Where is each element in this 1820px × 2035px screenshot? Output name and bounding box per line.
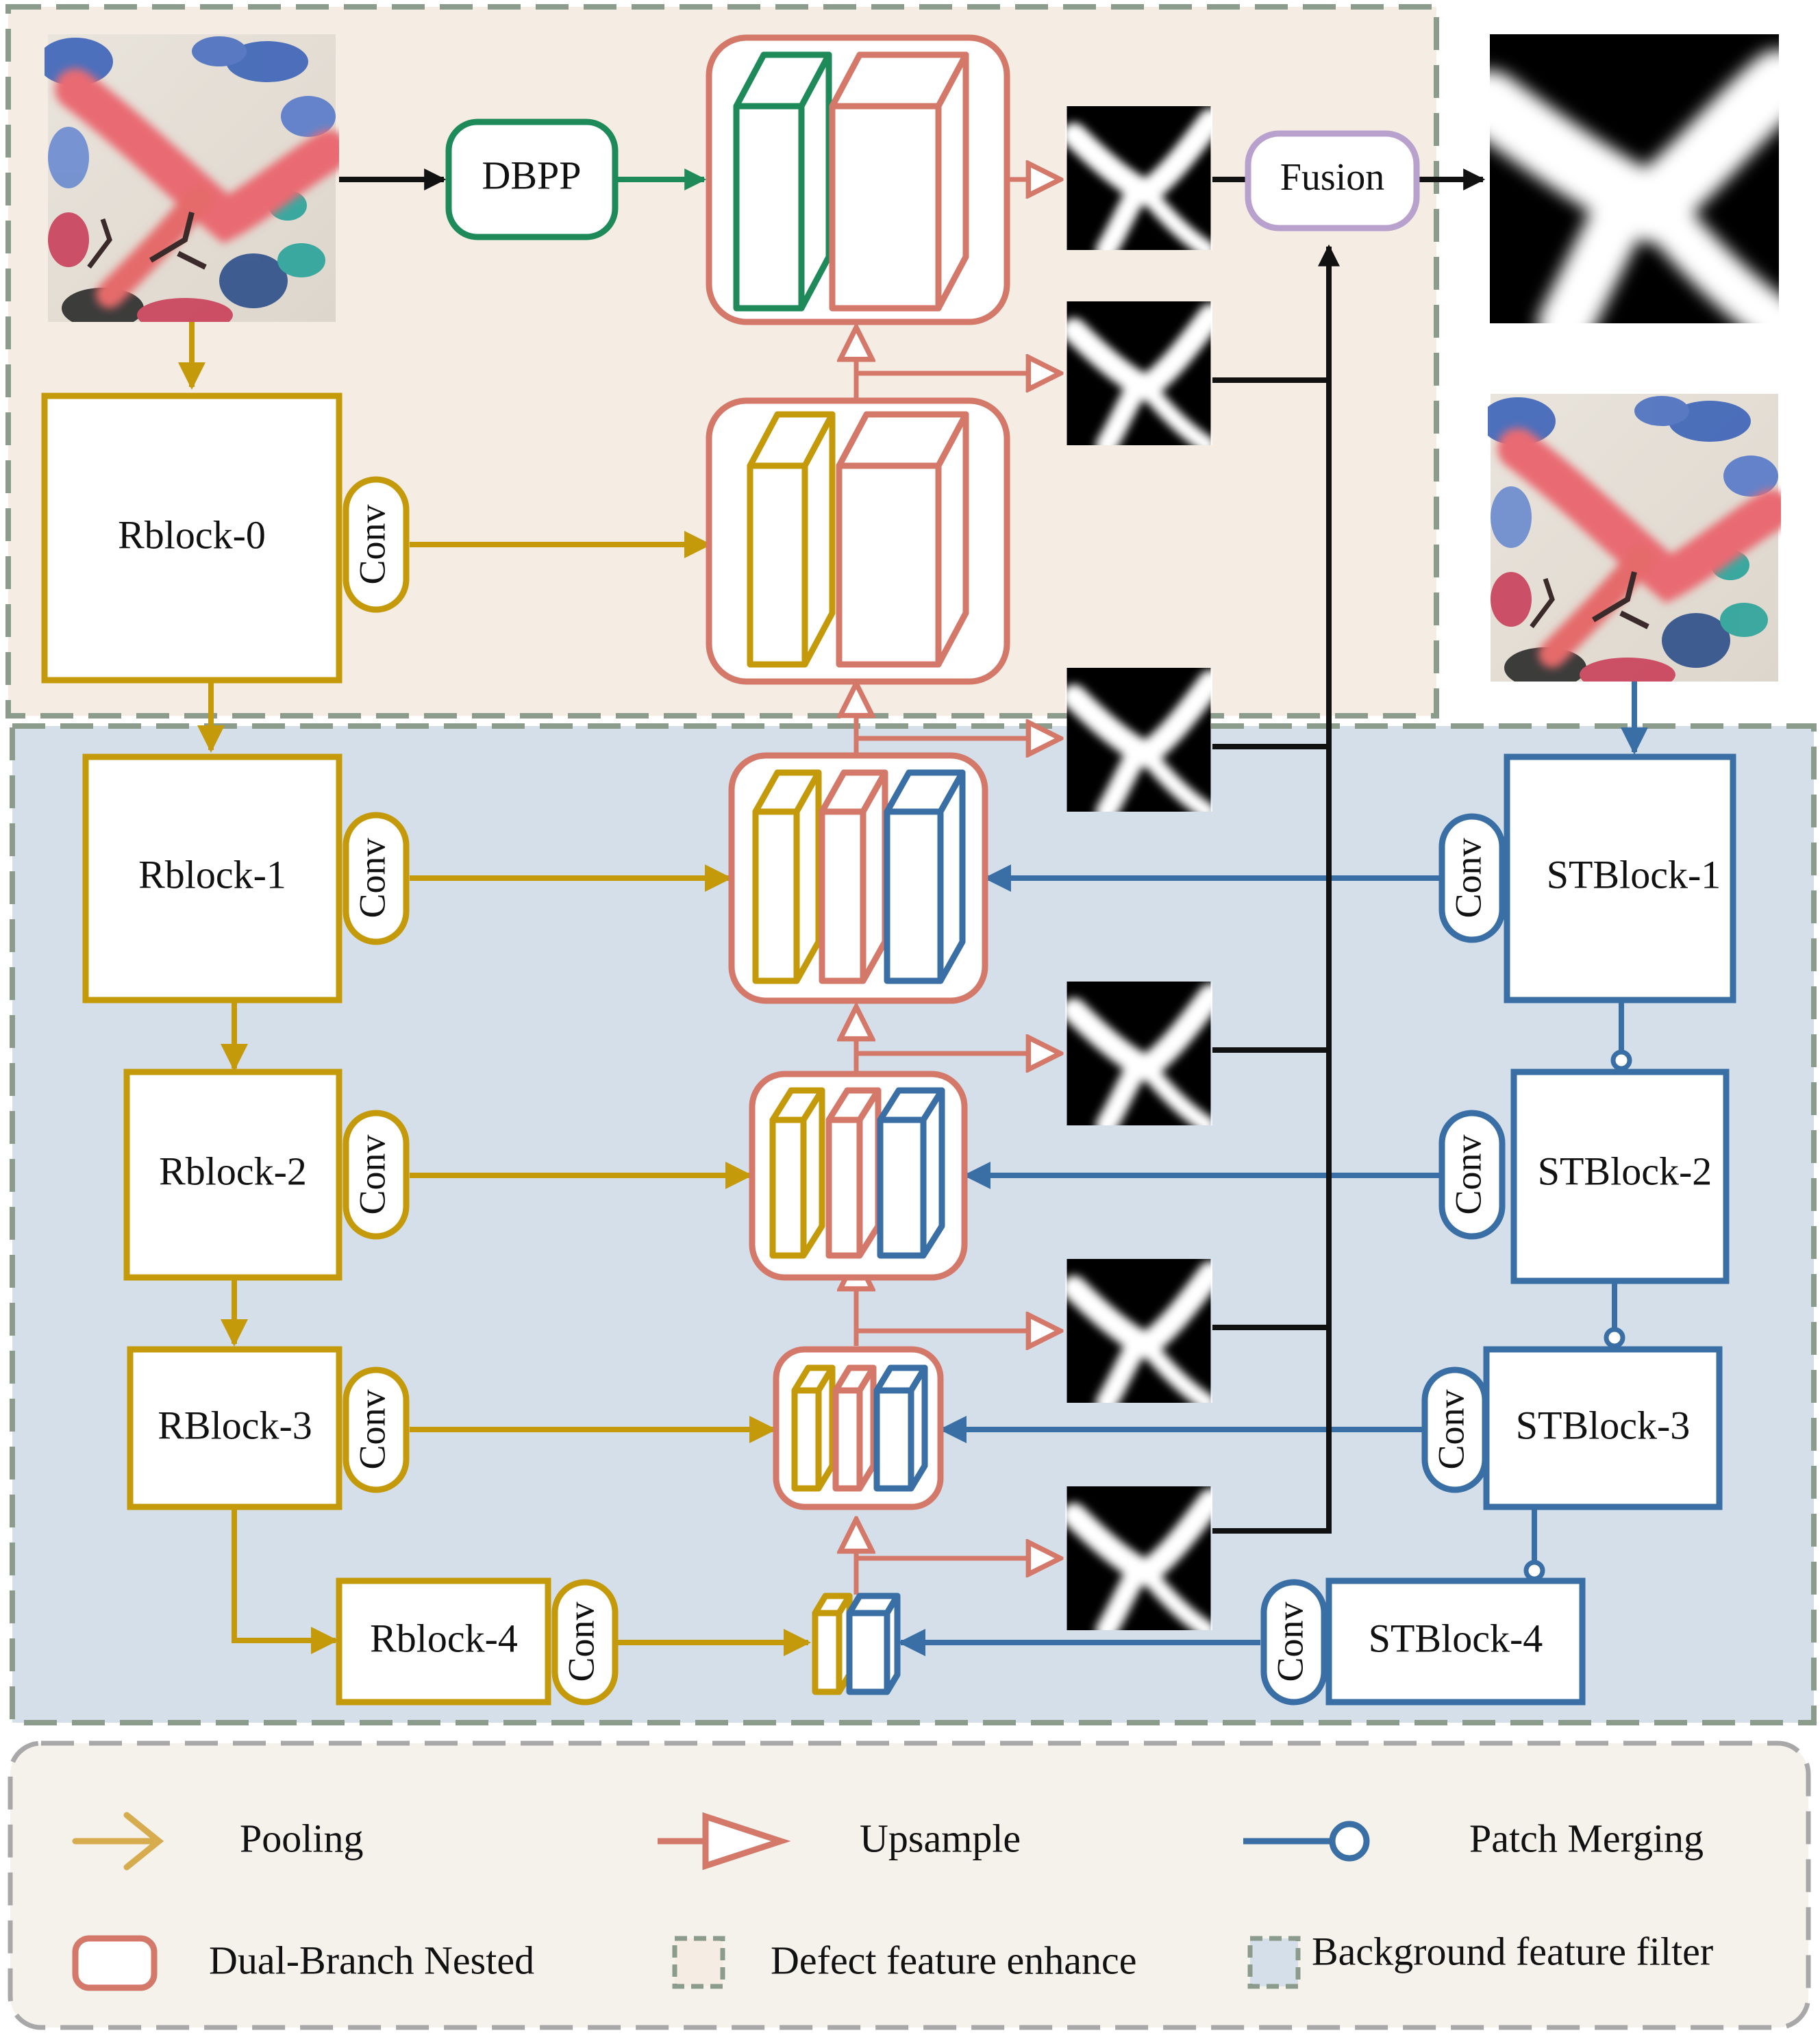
patch-merge-node-3: [1523, 1560, 1545, 1582]
legend-patch-merging-label: Patch Merging: [1469, 1816, 1704, 1860]
feature-cube-blue-2: [884, 769, 966, 984]
feature-cube-gold-5: [812, 1593, 853, 1695]
input-fabric-image-secondary: [1480, 394, 1778, 692]
patch-merge-node-1: [1610, 1049, 1632, 1071]
legend-dual-branch-label: Dual-Branch Nested: [209, 1938, 534, 1982]
pooling-arrow-4: [232, 1507, 338, 1654]
fusion-block: [1245, 130, 1420, 232]
rblock-1: [82, 753, 342, 1003]
feature-cube-salmon-2: [819, 769, 888, 984]
conv-label-r1: Conv: [351, 838, 392, 918]
conv-pill-st2: [1438, 1110, 1506, 1240]
output-mask-image: [1490, 34, 1779, 323]
stblock-3-label: STBlock-3: [1516, 1403, 1691, 1447]
stblock-1-label: STBlock-1: [1547, 852, 1721, 897]
rblock-2: [123, 1069, 342, 1281]
stblock-1: [1504, 753, 1736, 1003]
conv-label-st2: Conv: [1447, 1134, 1488, 1214]
feature-cube-gold-2: [752, 769, 822, 984]
conv-label-st3: Conv: [1430, 1389, 1471, 1469]
defect-legend-icon: [672, 1936, 725, 1989]
conv-label-r3: Conv: [351, 1389, 392, 1469]
side-output-mask-5: [1067, 1259, 1211, 1403]
stblock-2-label: STBlock-2: [1538, 1149, 1712, 1193]
rblock-4-label: Rblock-4: [370, 1616, 518, 1660]
side-output-mask-2: [1067, 301, 1211, 445]
feature-cube-blue-5: [846, 1593, 901, 1695]
legend-defect-label: Defect feature enhance: [771, 1938, 1137, 1982]
feature-cube-blue-3: [877, 1087, 945, 1259]
conv-label-st4: Conv: [1269, 1601, 1310, 1682]
dbpp-label: DBPP: [482, 153, 581, 197]
feature-cube-salmon-1: [836, 411, 969, 668]
feature-cube-salmon-3: [825, 1087, 882, 1259]
rblock-0-label: Rblock-0: [118, 512, 266, 557]
side-output-mask-1: [1067, 106, 1211, 250]
legend-background-label: Background feature filter: [1312, 1929, 1713, 1973]
stblock-4: [1325, 1577, 1586, 1706]
dual-branch-legend-icon: [72, 1935, 158, 1991]
conv-pill-r3: [342, 1366, 410, 1493]
conv-pill-st3: [1421, 1366, 1488, 1493]
background-legend-icon: [1247, 1936, 1301, 1989]
conv-pill-r2: [342, 1110, 410, 1240]
conv-pill-r0: [342, 476, 410, 613]
rblock-1-label: Rblock-1: [138, 852, 286, 897]
conv-pill-r4: [551, 1579, 619, 1706]
rblock-3: [127, 1346, 342, 1510]
feature-cube-blue-4: [873, 1364, 928, 1492]
legend-upsample-label: Upsample: [860, 1816, 1021, 1860]
side-output-mask-6: [1067, 1486, 1211, 1630]
fusion-trunk: [1212, 244, 1340, 1534]
stblock-4-label: STBlock-4: [1369, 1616, 1543, 1660]
conv-pill-r1: [342, 812, 410, 945]
rblock-3-label: RBlock-3: [158, 1403, 312, 1447]
patch-merging-legend-icon: [1243, 1821, 1370, 1862]
upsample-legend-icon: [658, 1812, 791, 1871]
feature-cube-salmon-0: [829, 51, 969, 312]
rblock-2-label: Rblock-2: [159, 1149, 307, 1193]
feature-cube-gold-3: [769, 1087, 825, 1259]
dbpp-block: [445, 118, 619, 240]
conv-label-st1: Conv: [1447, 838, 1488, 918]
legend-panel: [8, 1740, 1811, 2030]
conv-label-r2: Conv: [351, 1134, 392, 1214]
legend-pooling-label: Pooling: [240, 1816, 364, 1860]
side-output-mask-4: [1067, 982, 1211, 1125]
side-output-mask-3: [1067, 668, 1211, 812]
feature-cube-gold-1: [747, 411, 836, 668]
feature-cube-green-0: [733, 51, 832, 312]
conv-label-r4: Conv: [560, 1601, 601, 1682]
conv-pill-st1: [1438, 813, 1506, 943]
input-fabric-image: [38, 34, 336, 332]
rblock-4: [336, 1577, 551, 1706]
feature-cube-salmon-4: [832, 1364, 877, 1492]
conv-pill-st4: [1260, 1579, 1327, 1706]
feature-cube-gold-4: [791, 1364, 836, 1492]
patch-merge-node-2: [1604, 1327, 1625, 1349]
pooling-legend-icon: [72, 1812, 164, 1871]
conv-label-r0: Conv: [351, 504, 392, 584]
rblock-0: [41, 392, 342, 684]
fusion-label: Fusion: [1280, 156, 1385, 199]
stblock-2: [1510, 1069, 1730, 1284]
stblock-3: [1483, 1346, 1723, 1510]
